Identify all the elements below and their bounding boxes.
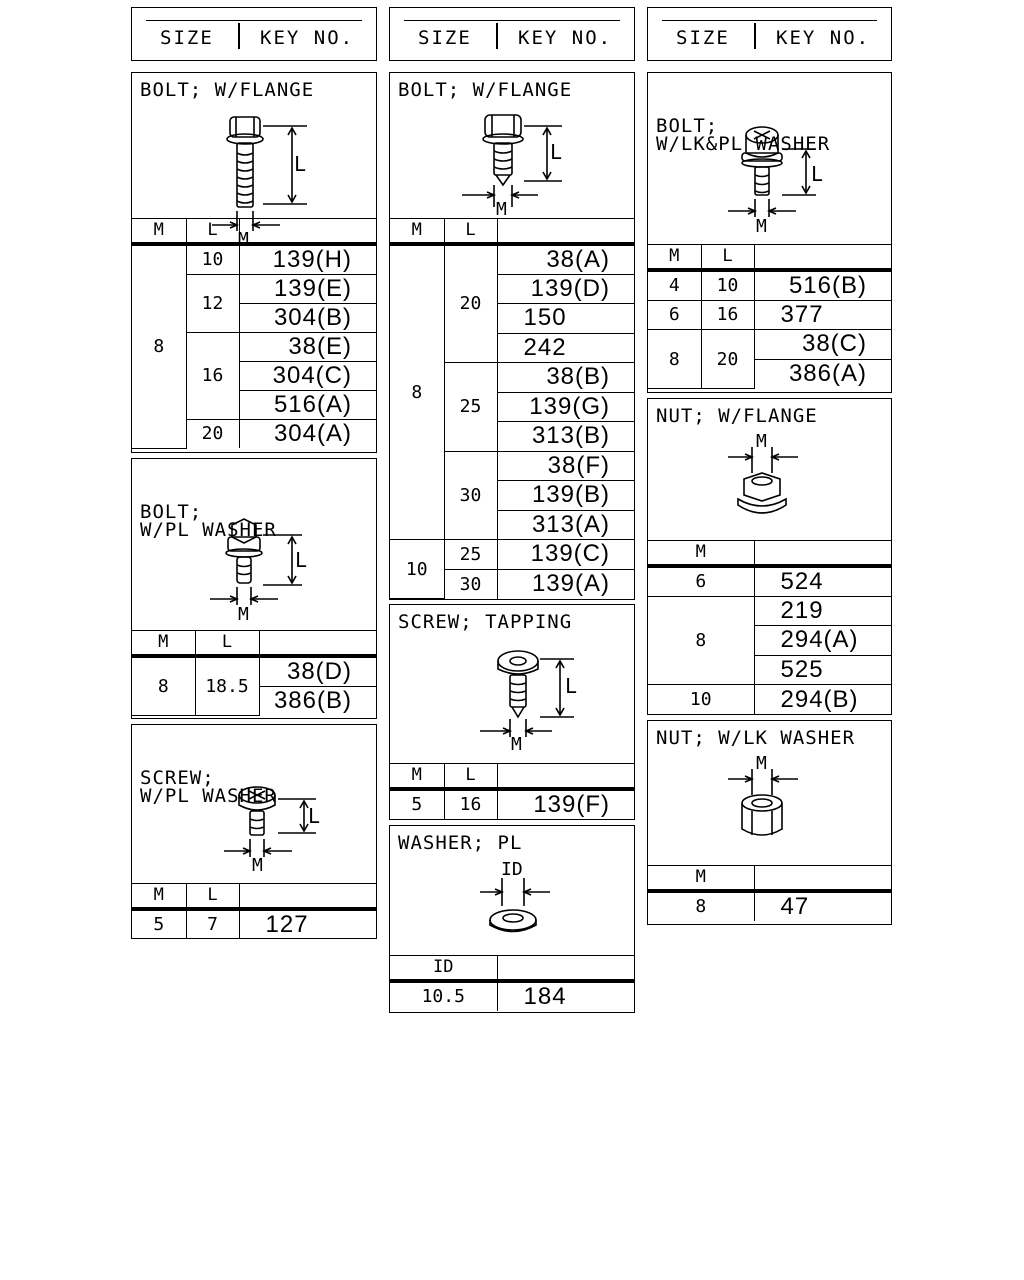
size-header-right: SIZE KEY NO. [647, 7, 892, 61]
key-no: 38(C) [753, 329, 891, 360]
key-no: 386(A) [754, 358, 891, 389]
panel-title: SCREW; TAPPING [398, 611, 573, 633]
dim-id-label: ID [501, 859, 523, 880]
key-no: 304(C) [239, 360, 376, 391]
panel-title: BOLT; W/FLANGE [140, 79, 315, 101]
key-no: 377 [753, 299, 891, 330]
lock-washer-bolt-icon: L M [728, 126, 823, 237]
key-no: 47 [753, 890, 891, 921]
panel-title: BOLT;W/PL WASHER [140, 501, 277, 541]
key-no: 219 [753, 595, 891, 626]
key-no: 150 [497, 303, 634, 334]
key-no: 139(H) [238, 243, 376, 275]
key-no-label: KEY NO. [518, 27, 613, 49]
dim-m-label: M [238, 604, 249, 625]
panel-title: NUT; W/LK WASHER [656, 727, 856, 749]
col-m: M [132, 218, 187, 246]
key-no: 139(G) [497, 391, 634, 422]
key-no: 139(A) [496, 568, 634, 599]
flange-bolt-icon: L M [462, 114, 562, 220]
washer-icon: ID [480, 859, 550, 933]
key-no: 139(E) [238, 273, 376, 304]
key-no: 294(B) [753, 684, 891, 714]
key-no: 516(A) [239, 389, 376, 420]
size-label: SIZE [676, 27, 730, 49]
key-no: 38(F) [496, 450, 634, 481]
panel-title: BOLT;W/LK&PL WASHER [656, 115, 831, 155]
tapping-screw-icon: L M [480, 650, 577, 755]
dim-m-label: M [756, 753, 767, 774]
size-label: SIZE [418, 27, 472, 49]
size-header-left: SIZE KEY NO. [131, 7, 377, 61]
dim-l-label: L [295, 548, 307, 572]
dim-l-label: L [294, 152, 306, 176]
dim-l-label: L [550, 140, 562, 164]
col-l: L [185, 218, 240, 246]
washer-bolt-icon: L M [210, 518, 307, 625]
key-no: 38(B) [496, 362, 634, 393]
key-no: 139(F) [496, 788, 634, 819]
dim-l-label: L [565, 674, 577, 698]
pan-screw-icon: L M [224, 786, 320, 876]
panel-title: NUT; W/FLANGE [656, 405, 818, 427]
key-no: 294(A) [754, 625, 891, 656]
key-no-label: KEY NO. [776, 27, 871, 49]
key-no: 304(B) [239, 302, 376, 333]
key-no: 139(B) [497, 480, 634, 511]
key-no: 313(B) [497, 421, 634, 452]
key-no: 516(B) [753, 269, 891, 301]
flange-nut-icon: M [728, 431, 798, 514]
key-no-label: KEY NO. [260, 27, 355, 49]
key-no: 38(E) [238, 331, 376, 362]
dim-m-label: M [756, 431, 767, 452]
dim-l-label: L [811, 162, 823, 186]
key-no: 38(A) [496, 243, 634, 275]
lock-washer-nut-icon: M [728, 753, 798, 836]
cell-m: 8 [132, 243, 187, 449]
key-no: 242 [497, 332, 634, 363]
key-no: 139(D) [497, 273, 634, 304]
dim-m-label: M [756, 216, 767, 237]
panel-title: BOLT; W/FLANGE [398, 79, 573, 101]
size-header-middle: SIZE KEY NO. [389, 7, 635, 61]
dim-m-label: M [252, 855, 263, 876]
key-no: 139(C) [496, 539, 634, 570]
dim-m-label: M [496, 199, 507, 220]
key-no: 386(B) [259, 685, 376, 715]
key-no: 127 [238, 908, 376, 939]
key-no: 524 [753, 565, 891, 597]
key-no: 38(D) [258, 655, 376, 687]
key-no: 525 [754, 654, 891, 685]
dim-l-label: L [308, 804, 320, 828]
panel-title: WASHER; PL [398, 832, 523, 854]
key-no: 313(A) [497, 509, 634, 540]
key-no: 184 [496, 980, 634, 1011]
key-no: 304(A) [238, 418, 376, 448]
size-label: SIZE [160, 27, 214, 49]
dim-m-label: M [511, 734, 522, 755]
